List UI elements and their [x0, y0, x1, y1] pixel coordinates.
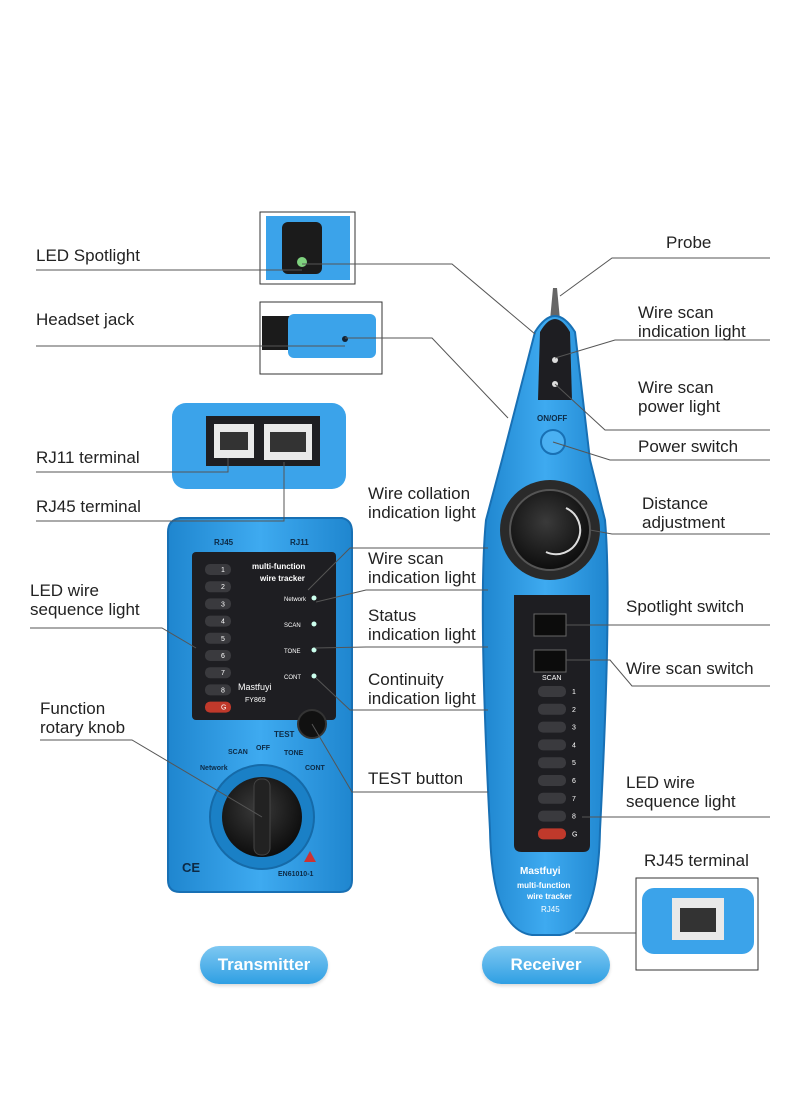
transmitter-indicator-light — [311, 621, 317, 627]
receiver-brand: Mastfuyi — [520, 866, 561, 877]
receiver-led-number: 6 — [572, 778, 576, 785]
transmitter-led-G — [205, 701, 231, 713]
rj45-terminal-inset — [635, 877, 759, 971]
transmitter-led-6 — [205, 650, 231, 661]
standard-mark: EN61010-1 — [278, 871, 314, 878]
receiver-led-number: 4 — [572, 742, 576, 749]
label-led-spotlight: LED Spotlight — [36, 246, 140, 265]
transmitter-led-4 — [205, 615, 231, 627]
label-probe: Probe — [666, 233, 712, 252]
receiver-device: ON/OFF SCAN 1 2 3 4 5 6 7 8G Mastfuyi multi-fun… — [481, 288, 609, 936]
receiver-led-number: G — [572, 831, 577, 838]
transmitter-rj11-port-text: RJ11 — [290, 538, 309, 547]
receiver-led-7 — [538, 792, 566, 804]
transmitter-led-number: 6 — [221, 653, 225, 660]
label-test-button: TEST button — [368, 769, 464, 788]
label-wire-scan-switch: Wire scan switch — [626, 659, 754, 678]
receiver-led-number: 3 — [572, 725, 576, 732]
receiver-led-G — [538, 828, 566, 840]
transmitter-led-8 — [205, 684, 231, 696]
transmitter-caption: Transmitter — [200, 946, 328, 984]
transmitter-led-number: 7 — [221, 670, 225, 677]
receiver-led-4 — [538, 739, 566, 751]
label-power-switch: Power switch — [638, 437, 739, 456]
transmitter-device: RJ45 RJ11 multi-function wire tracker 1 2… — [167, 517, 353, 893]
receiver-scan-text: SCAN — [542, 675, 561, 682]
receiver-port-text: RJ45 — [541, 905, 560, 914]
transmitter-led-number: 1 — [221, 567, 225, 574]
transmitter-indicator-label: Network — [284, 597, 307, 603]
transmitter-led-number: 4 — [221, 619, 225, 626]
transmitter-led-column: 1 2 3 4 5 6 7 8G — [205, 564, 231, 713]
rj-ports-inset — [172, 403, 346, 489]
transmitter-led-number: 2 — [221, 584, 225, 591]
transmitter-panel-title-2: wire tracker — [259, 574, 305, 583]
label-spotlight-switch: Spotlight switch — [626, 597, 745, 616]
transmitter-brand: Mastfuyi — [238, 682, 272, 692]
transmitter-led-3 — [205, 598, 231, 610]
receiver-led-3 — [538, 721, 566, 733]
receiver-caption: Receiver — [482, 946, 610, 984]
receiver-panel-title-2: wire tracker — [526, 892, 572, 901]
transmitter-rj45-port-text: RJ45 — [214, 538, 234, 547]
label-headset-jack: Headset jack — [36, 310, 135, 329]
transmitter-model: FY869 — [245, 697, 266, 704]
wire-scan-switch-button — [533, 649, 567, 673]
label-rj11-terminal: RJ11 terminal — [36, 448, 140, 467]
transmitter-led-number: 8 — [221, 687, 225, 694]
spotlight-switch-button — [533, 613, 567, 637]
transmitter-panel-title-1: multi-function — [252, 562, 305, 571]
transmitter-indicator-label: SCAN — [284, 623, 301, 629]
test-label: TEST — [274, 730, 295, 739]
transmitter-led-7 — [205, 667, 231, 679]
transmitter-indicator-light — [311, 595, 317, 601]
receiver-led-column: 1 2 3 4 5 6 7 8G — [538, 686, 577, 840]
receiver-led-number: 1 — [572, 689, 576, 696]
dial-scan-label: SCAN — [228, 749, 248, 756]
receiver-led-number: 2 — [572, 707, 576, 714]
dial-cont-label: CONT — [305, 765, 326, 772]
led-spotlight-inset — [259, 211, 356, 285]
receiver-led-6 — [538, 775, 566, 786]
label-rj45-terminal-left: RJ45 terminal — [36, 497, 141, 516]
receiver-led-number: 8 — [572, 814, 576, 821]
receiver-panel-title-1: multi-function — [517, 881, 570, 890]
receiver-led-number: 7 — [572, 796, 576, 803]
receiver-led-5 — [538, 757, 566, 769]
transmitter-led-1 — [205, 564, 231, 575]
transmitter-led-2 — [205, 581, 231, 593]
dial-network-label: Network — [200, 765, 228, 772]
receiver-led-number: 5 — [572, 760, 576, 767]
transmitter-led-number: G — [221, 705, 226, 712]
receiver-led-2 — [538, 703, 566, 715]
leader-lines — [30, 257, 770, 934]
receiver-led-1 — [538, 686, 566, 697]
dial-off-label: OFF — [256, 745, 271, 752]
label-rj45-terminal-right: RJ45 terminal — [644, 851, 749, 870]
transmitter-led-5 — [205, 632, 231, 644]
transmitter-led-number: 5 — [221, 636, 225, 643]
transmitter-led-number: 3 — [221, 601, 225, 608]
transmitter-indicator-light — [311, 647, 317, 653]
ce-mark: CE — [182, 860, 200, 875]
dial-tone-label: TONE — [284, 750, 304, 757]
transmitter-indicator-label: TONE — [284, 649, 301, 655]
transmitter-indicator-light — [311, 673, 317, 679]
receiver-led-8 — [538, 810, 566, 822]
distance-adjustment-knob — [509, 489, 591, 571]
receiver-onoff-text: ON/OFF — [537, 414, 567, 423]
transmitter-indicator-label: CONT — [284, 675, 301, 681]
